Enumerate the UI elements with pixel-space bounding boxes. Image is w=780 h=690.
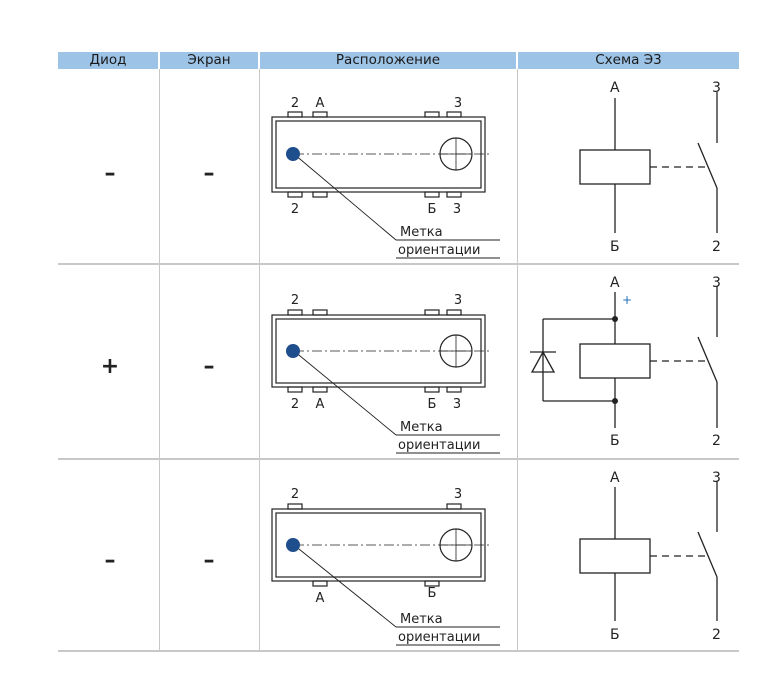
terminal-label: 2 (712, 239, 721, 255)
terminal-label: 3 (712, 80, 721, 96)
pin-label: 2 (291, 96, 299, 111)
column-divider (517, 69, 518, 651)
pin-label: 2 (291, 293, 299, 308)
pin-label: А (316, 397, 325, 412)
pin-label: 3 (453, 397, 461, 412)
pin-label: 3 (453, 202, 461, 217)
pin-label: 3 (454, 487, 462, 502)
row2-screen: – (203, 354, 215, 379)
terminal-label: А (610, 80, 620, 96)
row1-layout-drawing: 2 А 3 2 Б 3 Метка ориентации (271, 96, 500, 259)
pin-label: 3 (454, 293, 462, 308)
mark-label: ориентации (398, 438, 480, 453)
terminal-label: А (610, 275, 620, 291)
pin-label: А (316, 96, 325, 111)
terminal-label: Б (610, 627, 620, 643)
header-scheme: Схема Э3 (518, 52, 739, 69)
pin-label: А (316, 591, 325, 606)
mark-label: Метка (400, 225, 443, 240)
row1-circuit-scheme: А 3 Б 2 (579, 80, 721, 255)
mark-label: ориентации (398, 630, 480, 645)
terminal-label: 3 (712, 275, 721, 291)
header-diode: Диод (58, 52, 158, 69)
row3-diode: – (104, 548, 116, 573)
pin-label: 2 (291, 202, 299, 217)
terminal-label: А (610, 470, 620, 486)
header-screen: Экран (160, 52, 258, 69)
mark-label: Метка (400, 612, 443, 627)
row2-layout-drawing: 2 3 2 А Б 3 Метка ориентации (271, 293, 500, 454)
terminal-label: 3 (712, 470, 721, 486)
row1-diode: – (104, 161, 116, 186)
pin-label: Б (428, 202, 437, 217)
polarity-plus: + (622, 293, 632, 307)
pin-label: Б (428, 586, 437, 601)
terminal-label: 2 (712, 627, 721, 643)
row-divider (58, 650, 739, 652)
pin-label: Б (428, 397, 437, 412)
terminal-label: 2 (712, 433, 721, 449)
mark-label: ориентации (398, 243, 480, 258)
header-layout: Расположение (260, 52, 516, 69)
row3-screen: – (203, 548, 215, 573)
terminal-label: Б (610, 433, 620, 449)
row2-circuit-scheme: А + 3 Б 2 (530, 275, 721, 449)
pin-label: 2 (291, 487, 299, 502)
row2-diode: + (100, 354, 120, 379)
row3-circuit-scheme: А 3 Б 2 (579, 470, 721, 643)
column-divider (159, 69, 160, 651)
row1-screen: – (203, 161, 215, 186)
terminal-label: Б (610, 239, 620, 255)
row3-layout-drawing: 2 3 А Б Метка ориентации (271, 487, 500, 646)
pin-label: 3 (454, 96, 462, 111)
column-divider (259, 69, 260, 651)
mark-label: Метка (400, 420, 443, 435)
row-divider (58, 458, 739, 460)
pin-label: 2 (291, 397, 299, 412)
row-divider (58, 263, 739, 265)
